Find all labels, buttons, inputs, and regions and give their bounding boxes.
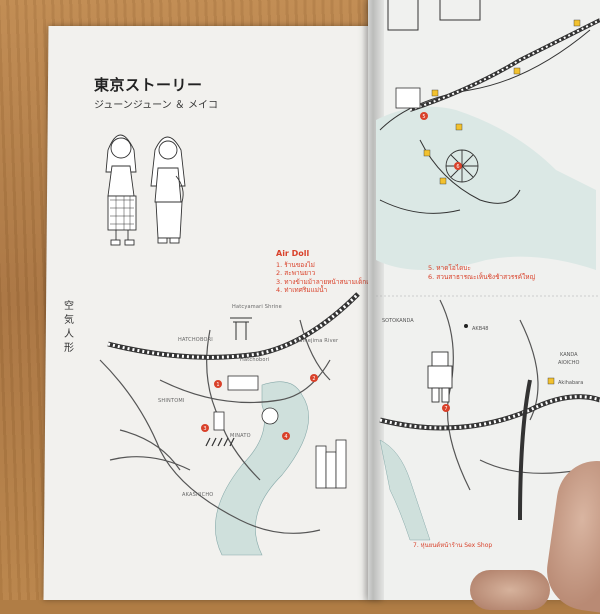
air-doll-legend: Air Doll 1. ร้านของไม่ 2. สะพานยาว 3. ทา… — [276, 249, 377, 295]
railway — [107, 292, 360, 360]
label-akb48: AKB48 — [472, 326, 489, 332]
legend-item: 6. สวนสาธารณะเห็นชิงช้าสวรรค์ใหญ่ — [428, 273, 536, 281]
marker-6-label: 6 — [456, 164, 459, 170]
right-legend: 5. หาดโอไดบะ 6. สวนสาธารณะเห็นชิงช้าสวรร… — [428, 264, 535, 282]
label-akashicho: AKASHICHO — [182, 492, 214, 498]
page-subtitle: ジューンジューン ＆ メイコ — [94, 100, 218, 111]
label-aioicho: AIOICHO — [558, 360, 580, 366]
building — [335, 439, 347, 489]
river — [215, 381, 309, 556]
station-icon — [455, 123, 463, 131]
marker-2 — [310, 374, 318, 382]
left-map: 1 2 3 4 — [99, 292, 360, 556]
legend-item: 1. ร้านของไม่ — [276, 260, 315, 269]
thumb — [470, 570, 550, 610]
station-icon — [439, 177, 447, 185]
marker-3-label: 3 — [203, 426, 206, 432]
marker-1-label: 1 — [216, 382, 219, 388]
label-akihabara: Akihabara — [558, 380, 584, 386]
marker-4 — [282, 432, 290, 440]
station-icon — [431, 89, 439, 97]
legend-item: 3. ทางข้ามม้าลายหน้าสนามเด็กเล่น — [276, 277, 377, 286]
right-map: 5 6 7 — [376, 0, 600, 541]
marker-4-label: 4 — [284, 434, 287, 440]
shop-building — [227, 375, 259, 391]
marker-1 — [214, 380, 222, 388]
label-station: Hatchobori — [240, 357, 270, 363]
robot-caption: 7. หุ่นยนต์หน้าร้าน Sex Shop — [413, 542, 493, 549]
station-icon — [547, 377, 555, 385]
girls-illustration — [105, 134, 186, 246]
legend-item: 4. ท่าเทศริมแม่น้ำ — [276, 286, 328, 294]
marker-3 — [201, 424, 209, 432]
station-icon — [423, 149, 431, 157]
legend-title: Air Doll — [276, 249, 310, 258]
label-shintomi: SHINTOMI — [158, 398, 185, 404]
label-shrine: Hatcyamari Shrine — [232, 304, 282, 310]
marker-7 — [442, 404, 450, 412]
label-kanda: KANDA — [560, 352, 578, 358]
label-minato: MINATO — [230, 433, 251, 439]
traffic-light — [213, 411, 225, 431]
marker-5-label: 5 — [422, 114, 425, 120]
legend-item: 2. สะพานยาว — [276, 269, 316, 277]
page-title: 東京ストーリー — [94, 76, 203, 94]
robot-figure — [427, 351, 453, 403]
bay-water — [376, 106, 596, 271]
legend-item: 5. หาดโอไดบะ — [428, 264, 471, 272]
crosswalk — [205, 437, 235, 447]
label-river: Kamejima River — [296, 338, 339, 344]
playground-figure — [261, 407, 279, 425]
marker-5 — [420, 112, 428, 120]
marker-7-label: 7 — [444, 406, 447, 412]
station-icon — [573, 19, 581, 27]
akb48-dot — [464, 324, 468, 328]
building — [395, 87, 421, 109]
vertical-title: 空 気 人 形 — [64, 301, 74, 354]
marker-6 — [454, 162, 462, 170]
label-sotokanda: SOTOKANDA — [382, 318, 414, 324]
marker-2-label: 2 — [312, 376, 315, 382]
station-icon — [513, 67, 521, 75]
shrine-gate — [230, 317, 252, 340]
label-hatchobori: HATCHOBORI — [178, 337, 213, 343]
